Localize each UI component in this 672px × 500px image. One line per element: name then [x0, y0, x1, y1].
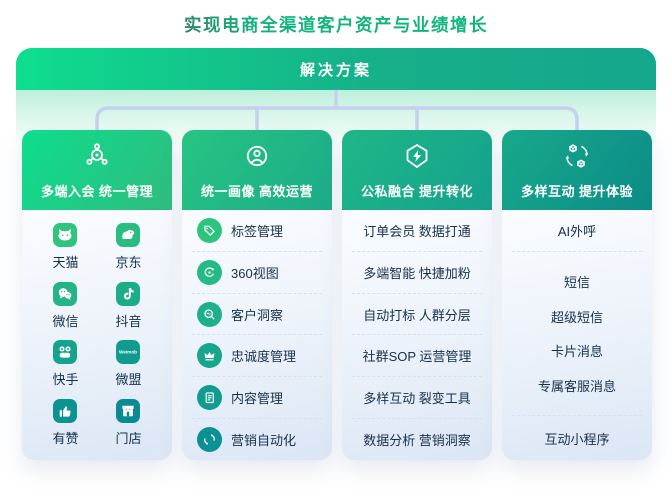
app-grid: 天猫 京东: [22, 210, 172, 460]
list-item: 多样互动 裂变工具: [363, 391, 471, 407]
app-label: 微信: [52, 313, 79, 329]
column-4-header: 多样互动 提升体验: [502, 130, 652, 210]
list-item: 营销自动化: [182, 419, 332, 460]
app-douyin: 抖音: [115, 281, 142, 330]
page-title: 实现电商全渠道客户资产与业绩增长: [0, 12, 672, 37]
column-4-title: 多样互动 提升体验: [520, 183, 634, 199]
list-item: 忠诚度管理: [182, 335, 332, 376]
list-item: 自动打标 人群分层: [363, 307, 471, 323]
divider: [352, 250, 482, 252]
user-icon: [242, 141, 272, 176]
divider: [192, 376, 322, 378]
list-item: 360视图: [182, 252, 332, 293]
app-youzan: 有赞: [52, 399, 79, 447]
list-item: 专属客服消息: [537, 379, 616, 395]
weimob-icon: Weimob: [116, 340, 141, 365]
app-wechat: 微信: [52, 281, 79, 330]
douyin-icon: [116, 281, 141, 306]
bolt-icon: [402, 141, 432, 176]
divider: [192, 250, 322, 252]
item-label: 营销自动化: [231, 433, 297, 449]
list-item: 卡片消息: [550, 344, 603, 360]
view360-icon: [197, 259, 222, 285]
item-label: 忠诚度管理: [231, 349, 297, 365]
svg-text:Weimob: Weimob: [119, 350, 137, 355]
divider: [352, 376, 482, 378]
column-2-header: 统一画像 高效运营: [182, 130, 332, 210]
column-2-body: 标签管理 360视图 客户洞察: [182, 210, 332, 460]
sync-icon: [562, 141, 592, 176]
kuaishou-icon: [53, 340, 78, 365]
app-tmall: 天猫: [52, 222, 79, 271]
solution-banner: 解决方案: [16, 48, 656, 90]
column-2-title: 统一画像 高效运营: [200, 183, 314, 199]
column-public-private: 公私融合 提升转化 订单会员 数据打通 多端智能 快捷加粉 自动打标 人群分层 …: [342, 130, 492, 460]
column-1-title: 多端入会 统一管理: [40, 183, 154, 199]
solution-banner-label: 解决方案: [299, 61, 372, 79]
list-item: 超级短信: [550, 309, 603, 325]
app-jd: 京东: [115, 222, 142, 271]
divider: [352, 292, 482, 294]
item-label: 客户洞察: [231, 307, 284, 323]
list-item: 客户洞察: [182, 294, 332, 335]
app-label: 天猫: [52, 254, 79, 270]
app-weimob: Weimob 微盟: [115, 340, 142, 388]
list-item: 内容管理: [182, 377, 332, 418]
divider: [352, 334, 482, 336]
column-unified-profile: 统一画像 高效运营 标签管理 360视图: [182, 130, 332, 460]
divider: [512, 415, 642, 416]
list-item: 短信: [563, 274, 590, 290]
app-label: 有赞: [52, 431, 79, 447]
column-3-body: 订单会员 数据打通 多端智能 快捷加粉 自动打标 人群分层 社群SOP 运营管理…: [342, 210, 492, 460]
wechat-icon: [53, 281, 78, 306]
app-label: 快手: [52, 372, 79, 388]
item-label: 360视图: [231, 265, 279, 281]
item-label: 内容管理: [231, 391, 284, 407]
hub-icon: [82, 141, 112, 176]
list-item: 标签管理: [182, 210, 332, 251]
list-item: 多端智能 快捷加粉: [363, 265, 471, 281]
app-store: 门店: [115, 399, 142, 447]
tag-icon: [197, 217, 222, 243]
message-group: 短信 超级短信 卡片消息 专属客服消息: [502, 252, 652, 415]
column-multi-channel: 多端入会 统一管理 天猫: [22, 130, 172, 460]
list-item: 订单会员 数据打通: [363, 223, 471, 239]
tmall-icon: [53, 222, 78, 247]
content-icon: [197, 385, 222, 411]
divider: [192, 334, 322, 336]
app-label: 门店: [115, 431, 142, 447]
automation-icon: [197, 427, 222, 453]
item-label: 标签管理: [231, 223, 284, 239]
divider: [192, 418, 322, 420]
app-label: 京东: [115, 254, 142, 270]
crown-icon: [197, 343, 222, 369]
youzan-icon: [53, 399, 78, 424]
divider: [192, 292, 322, 294]
insight-icon: [197, 301, 222, 327]
divider: [352, 418, 482, 420]
app-kuaishou: 快手: [52, 340, 79, 388]
list-item: 社群SOP 运营管理: [362, 349, 472, 365]
store-icon: [116, 399, 141, 424]
column-4-body: AI外呼 短信 超级短信 卡片消息 专属客服消息 互动小程序: [502, 210, 652, 460]
list-item: 互动小程序: [544, 431, 610, 447]
app-label: 微盟: [115, 372, 142, 388]
column-3-header: 公私融合 提升转化: [342, 130, 492, 210]
divider: [512, 251, 642, 252]
column-3-title: 公私融合 提升转化: [360, 183, 474, 199]
list-item: AI外呼: [557, 224, 597, 239]
column-interaction: 多样互动 提升体验 AI外呼 短信 超级短信 卡片消息 专属客服消息 互动小程序: [502, 130, 652, 460]
column-1-header: 多端入会 统一管理: [22, 130, 172, 210]
list-item: 数据分析 营销洞察: [363, 433, 471, 449]
app-label: 抖音: [115, 313, 142, 329]
jd-icon: [116, 222, 141, 247]
column-1-body: 天猫 京东: [22, 210, 172, 460]
